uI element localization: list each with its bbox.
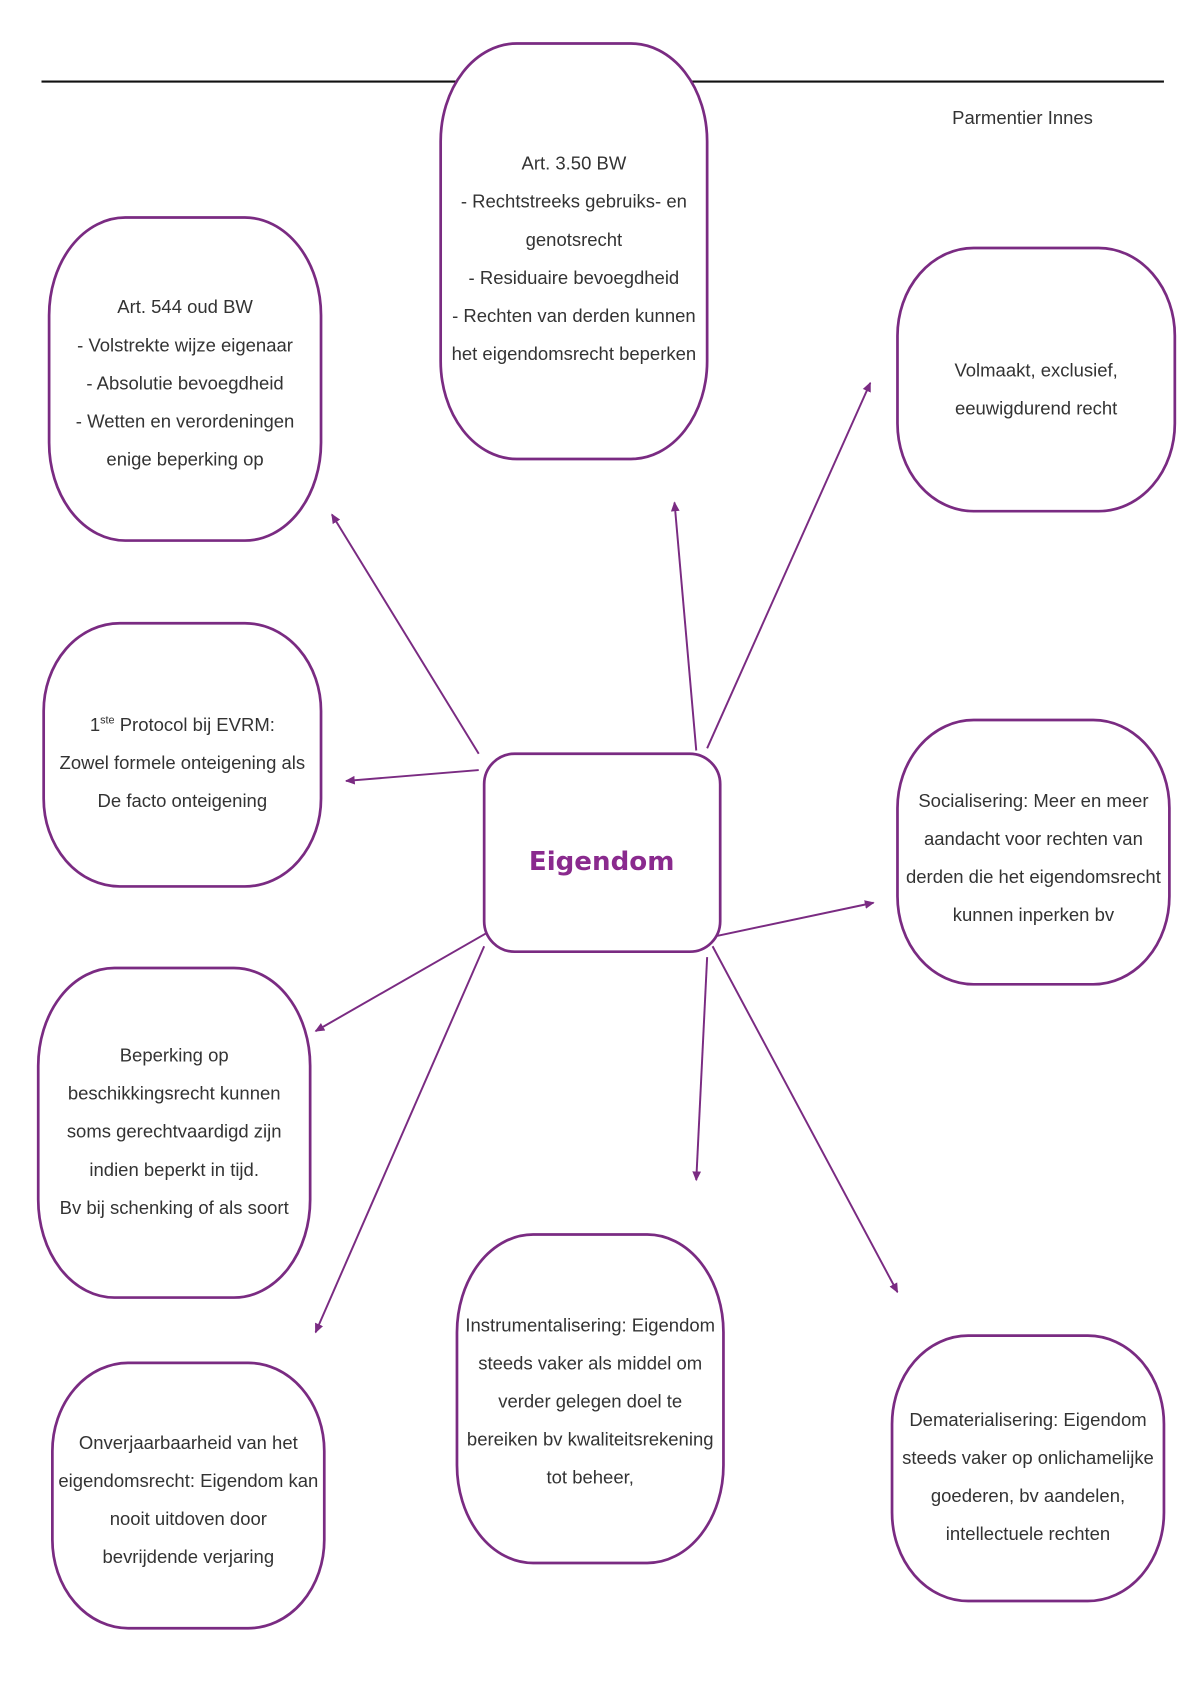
node-text-line: eeuwigdurend recht bbox=[955, 397, 1117, 418]
node-box bbox=[51, 1361, 326, 1630]
node-socialisering: Socialisering: Meer en meer aandacht voor… bbox=[896, 718, 1171, 986]
node-text-line: derden die het eigendomsrecht bbox=[906, 866, 1161, 887]
node-dematerialisering: Dematerialisering: Eigendom steeds vaker … bbox=[890, 1334, 1166, 1603]
node-instrumentalisering: Instrumentalisering: Eigendom steeds vake… bbox=[455, 1233, 725, 1565]
node-box bbox=[42, 621, 323, 888]
node-beperking: Beperking op beschikkingsrecht kunnen soms… bbox=[36, 966, 312, 1299]
node-text-line: verder gelegen doel te bbox=[498, 1390, 682, 1411]
center-label: Eigendom bbox=[529, 847, 675, 877]
node-text-line: goederen, bv aandelen, bbox=[931, 1485, 1125, 1506]
node-text-line: - Rechten van derden kunnen bbox=[452, 305, 696, 326]
node-text-line: - Volstrekte wijze eigenaar bbox=[77, 334, 293, 355]
node-text-line: eigendomsrecht: Eigendom kan bbox=[58, 1470, 318, 1491]
node-text-line: nooit uitdoven door bbox=[110, 1508, 267, 1529]
node-volmaakt: Volmaakt, exclusief, eeuwigdurend recht bbox=[896, 246, 1177, 513]
node-protocol-evrm: 1ste Protocol bij EVRM: Zowel formele ont… bbox=[42, 621, 323, 888]
ordinal-suffix: ste bbox=[100, 714, 114, 726]
node-text-line: enige beperking op bbox=[106, 449, 263, 470]
node-box bbox=[896, 718, 1171, 986]
node-text-line: beschikkingsrecht kunnen bbox=[68, 1083, 281, 1104]
node-text-line: indien beperkt in tijd. bbox=[89, 1159, 259, 1180]
node-text-line: Zowel formele onteigening als bbox=[60, 752, 306, 773]
connector-arrow bbox=[314, 932, 487, 1032]
node-text-line: - Rechtstreeks gebruiks- en bbox=[461, 191, 687, 212]
node-text-line: Art. 3.50 BW bbox=[522, 153, 627, 174]
node-text-line: Instrumentalisering: Eigendom bbox=[465, 1314, 715, 1335]
node-text-line: genotsrecht bbox=[526, 229, 623, 250]
node-text-line: - Wetten en verordeningen bbox=[76, 410, 295, 431]
node-text-line: bereiken bv kwaliteitsrekening bbox=[467, 1428, 714, 1449]
node-text-line: kunnen inperken bv bbox=[953, 904, 1115, 925]
node-text-line: Onverjaarbaarheid van het bbox=[79, 1432, 298, 1453]
line-text: Protocol bij EVRM: bbox=[115, 714, 275, 735]
node-box bbox=[890, 1334, 1166, 1603]
node-text-line: - Absolutie bevoegdheid bbox=[86, 372, 283, 393]
node-text-line: soms gerechtvaardigd zijn bbox=[67, 1121, 282, 1142]
node-text-line: intellectuele rechten bbox=[946, 1523, 1110, 1544]
node-art-350-bw: Art. 3.50 BW - Rechtstreeks gebruiks- en g… bbox=[439, 42, 709, 461]
node-text-line: Volmaakt, exclusief, bbox=[954, 359, 1117, 380]
connector-arrow bbox=[670, 501, 698, 751]
node-text-line: het eigendomsrecht beperken bbox=[452, 343, 697, 364]
node-box bbox=[896, 246, 1177, 513]
node-box bbox=[455, 1233, 725, 1565]
ordinal-number: 1 bbox=[90, 714, 100, 735]
node-box bbox=[47, 216, 323, 542]
connector-arrow bbox=[711, 945, 899, 1294]
node-text-line: 1ste Protocol bij EVRM: bbox=[90, 714, 275, 735]
node-text-line: aandacht voor rechten van bbox=[924, 828, 1143, 849]
node-text-line: De facto onteigening bbox=[98, 790, 268, 811]
node-text-line: Socialisering: Meer en meer bbox=[918, 790, 1148, 811]
node-text-line: steeds vaker op onlichamelijke bbox=[902, 1447, 1154, 1468]
connector-arrow bbox=[331, 513, 480, 755]
node-text-line: Beperking op bbox=[120, 1045, 229, 1066]
connector-arrow bbox=[692, 957, 709, 1182]
connector-arrow bbox=[709, 900, 875, 939]
node-text-line: bevrijdende verjaring bbox=[103, 1546, 275, 1567]
connector-arrow bbox=[314, 945, 486, 1334]
node-onverjaarbaarheid: Onverjaarbaarheid van het eigendomsrecht:… bbox=[51, 1361, 326, 1630]
center-node: Eigendom bbox=[482, 752, 722, 954]
node-text-line: - Residuaire bevoegdheid bbox=[469, 267, 680, 288]
author-name: Parmentier Innes bbox=[952, 107, 1093, 128]
connector-arrow bbox=[344, 769, 479, 785]
node-box bbox=[36, 966, 312, 1299]
node-text-line: tot beheer, bbox=[547, 1467, 634, 1488]
connector-arrow bbox=[706, 381, 872, 749]
node-text-line: Bv bij schenking of als soort bbox=[60, 1197, 289, 1218]
node-text-line: Dematerialisering: Eigendom bbox=[909, 1409, 1146, 1430]
node-text-line: Art. 544 oud BW bbox=[117, 296, 253, 317]
node-text-line: steeds vaker als middel om bbox=[478, 1352, 702, 1373]
node-art-544-oud-bw: Art. 544 oud BW - Volstrekte wijze eigena… bbox=[47, 216, 323, 542]
node-box bbox=[439, 42, 709, 461]
